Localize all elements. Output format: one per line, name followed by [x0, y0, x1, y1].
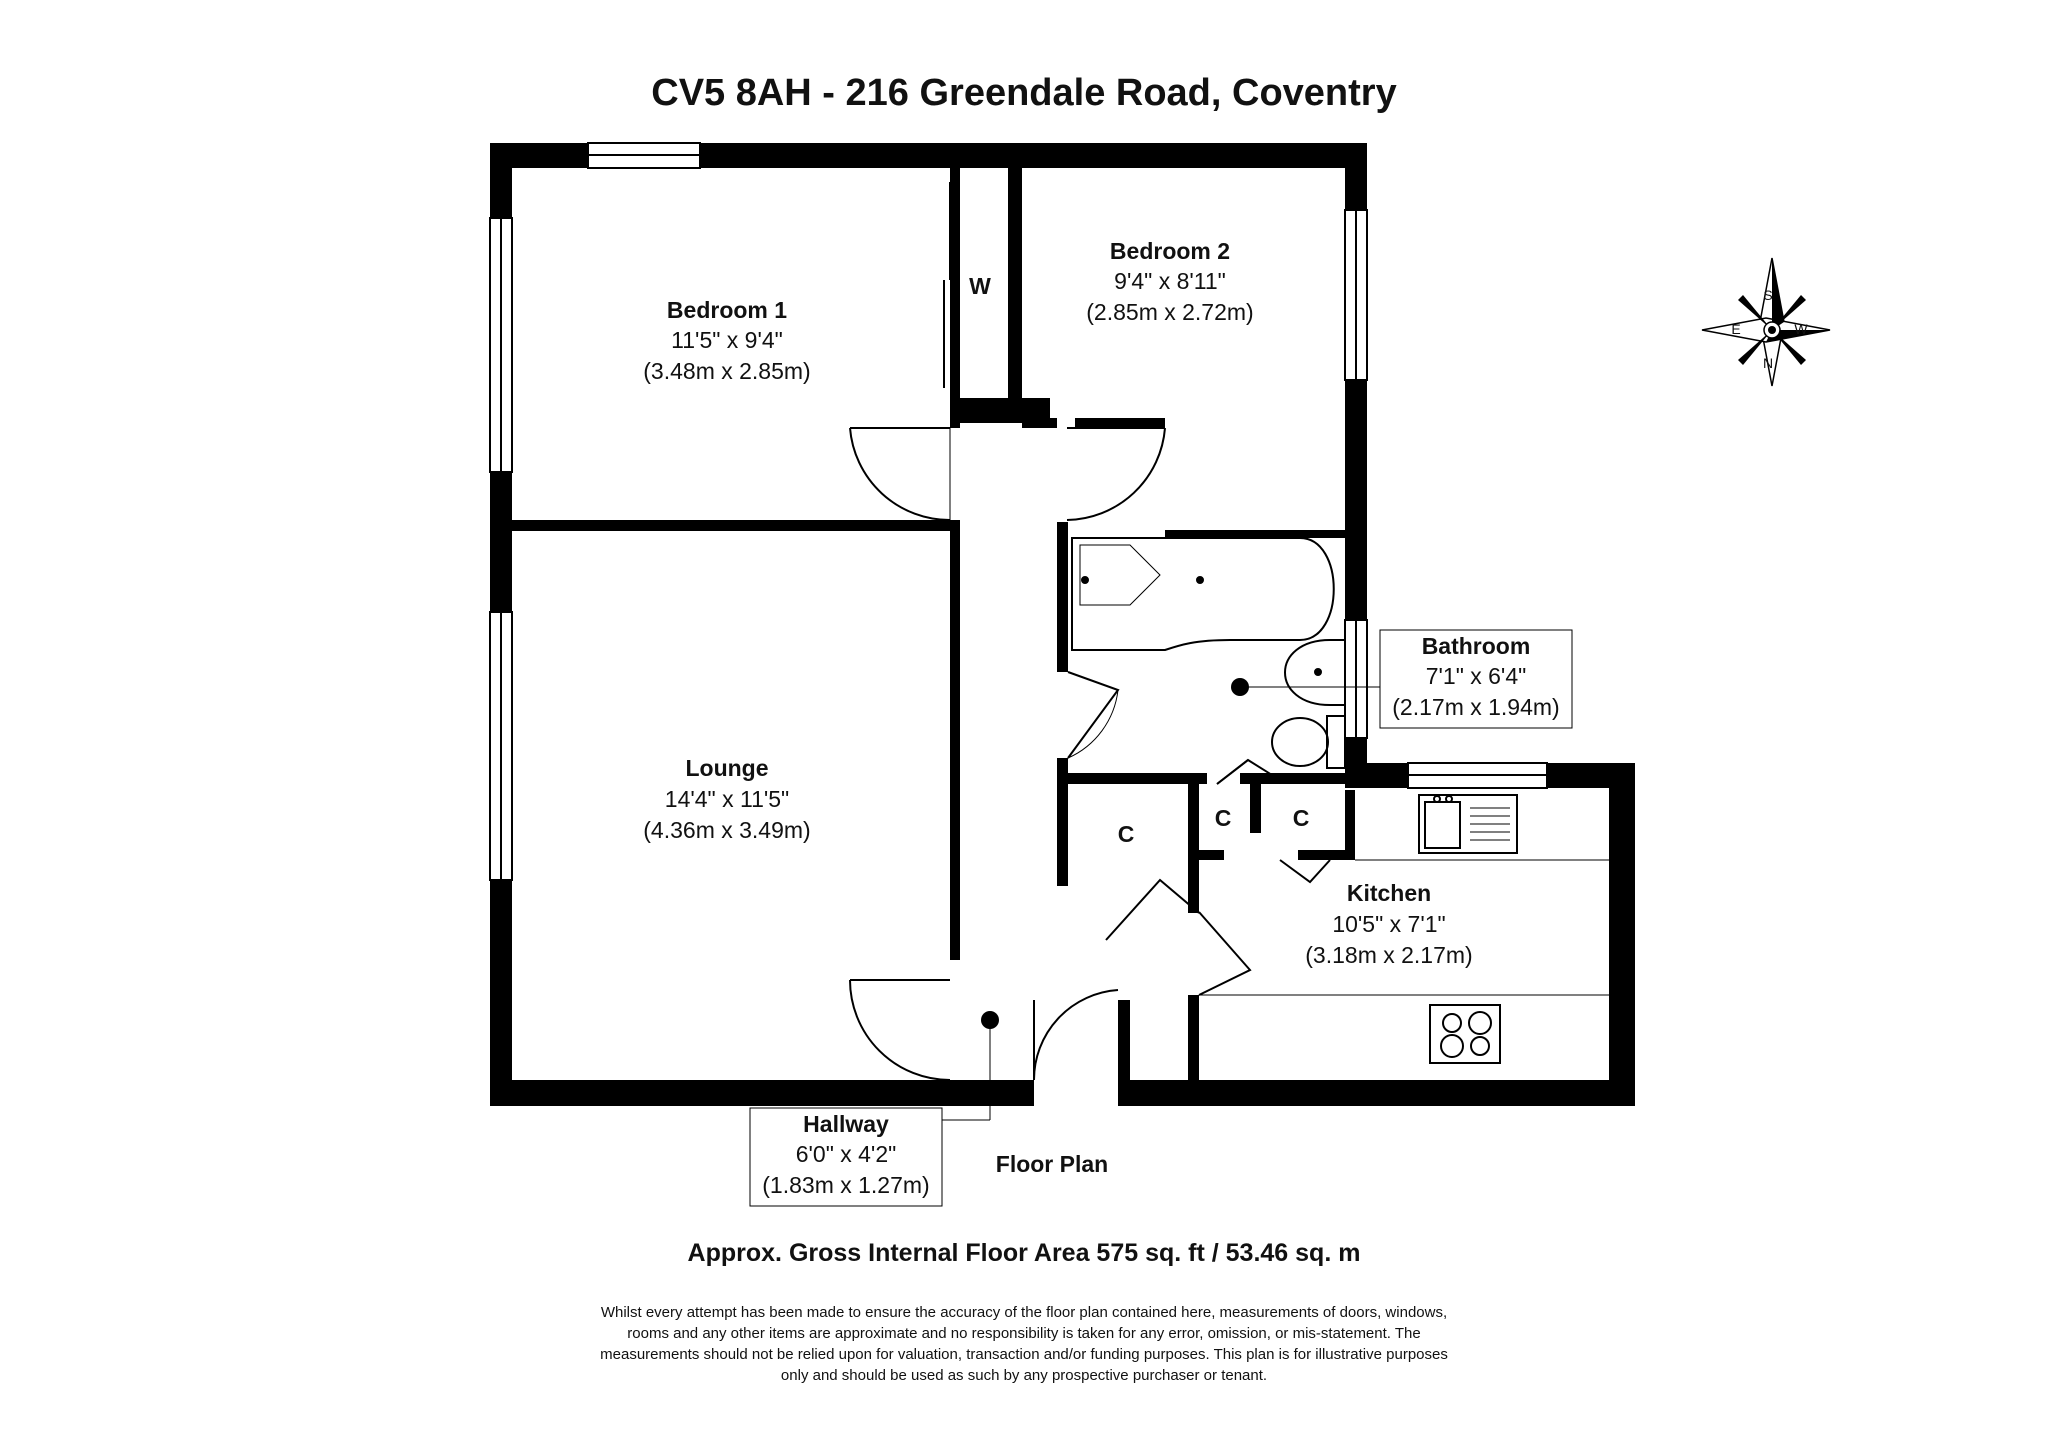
floor-area-text: Approx. Gross Internal Floor Area 575 sq… — [687, 1239, 1361, 1267]
svg-text:Hallway: Hallway — [803, 1111, 889, 1137]
cupboard-label: C — [1118, 821, 1135, 847]
disclaimer-line: rooms and any other items are approximat… — [627, 1325, 1421, 1342]
disclaimer-line: only and should be used as such by any p… — [780, 1367, 1268, 1384]
compass-icon: S N E W — [1701, 257, 1831, 387]
svg-text:Bedroom 1: Bedroom 1 — [667, 297, 787, 323]
doors — [849, 182, 1331, 1081]
room-label-bathroom: Bathroom 7'1" x 6'4" (2.17m x 1.94m) — [1379, 629, 1573, 729]
page-title: CV5 8AH - 216 Greendale Road, Coventry — [651, 72, 1397, 114]
svg-text:(4.36m x 3.49m): (4.36m x 3.49m) — [643, 817, 810, 843]
room-label-bedroom2: Bedroom 2 9'4" x 8'11" (2.85m x 2.72m) — [1086, 238, 1253, 325]
svg-text:Bathroom: Bathroom — [1422, 633, 1531, 659]
svg-text:9'4" x 8'11": 9'4" x 8'11" — [1114, 268, 1226, 294]
compass-south-label: S — [1763, 287, 1772, 303]
svg-text:10'5" x 7'1": 10'5" x 7'1" — [1332, 911, 1445, 937]
bathroom-marker — [1231, 678, 1249, 696]
svg-text:(3.48m x 2.85m): (3.48m x 2.85m) — [643, 358, 810, 384]
windows — [489, 142, 1548, 881]
basin-icon — [1284, 639, 1346, 706]
svg-text:(1.83m x 1.27m): (1.83m x 1.27m) — [762, 1172, 929, 1198]
compass-east-label: E — [1731, 321, 1740, 337]
room-label-kitchen: Kitchen 10'5" x 7'1" (3.18m x 2.17m) — [1305, 880, 1472, 968]
floor-plan-label: Floor Plan — [996, 1151, 1108, 1177]
svg-text:11'5" x 9'4": 11'5" x 9'4" — [671, 327, 783, 353]
svg-text:(3.18m x 2.17m): (3.18m x 2.17m) — [1305, 942, 1472, 968]
svg-text:6'0" x 4'2": 6'0" x 4'2" — [796, 1141, 897, 1167]
cupboard-label: C — [1293, 805, 1310, 831]
compass-west-label: W — [1794, 321, 1808, 337]
worktops — [1199, 859, 1609, 996]
disclaimer-line: Whilst every attempt has been made to en… — [600, 1304, 1448, 1321]
cupboard-label: C — [1215, 805, 1232, 831]
wardrobe-label: W — [969, 273, 991, 299]
hob-icon — [1429, 1004, 1501, 1064]
hallway-marker — [981, 1011, 999, 1029]
svg-text:Kitchen: Kitchen — [1347, 880, 1431, 906]
walls — [490, 143, 1635, 1106]
svg-text:7'1" x 6'4": 7'1" x 6'4" — [1426, 663, 1527, 689]
kitchen-sink-icon — [1418, 794, 1518, 854]
svg-text:(2.17m x 1.94m): (2.17m x 1.94m) — [1392, 694, 1559, 720]
disclaimer: Whilst every attempt has been made to en… — [524, 1302, 1524, 1386]
svg-text:(2.85m x 2.72m): (2.85m x 2.72m) — [1086, 299, 1253, 325]
room-label-lounge: Lounge 14'4" x 11'5" (4.36m x 3.49m) — [643, 755, 810, 843]
svg-text:Bedroom 2: Bedroom 2 — [1110, 238, 1230, 264]
compass-north-label: N — [1763, 355, 1773, 371]
svg-text:Lounge: Lounge — [685, 755, 768, 781]
svg-text:14'4" x 11'5": 14'4" x 11'5" — [665, 786, 789, 812]
room-label-bedroom1: Bedroom 1 11'5" x 9'4" (3.48m x 2.85m) — [643, 297, 810, 384]
toilet-icon — [1271, 715, 1346, 769]
disclaimer-line: measurements should not be relied upon f… — [600, 1346, 1448, 1363]
bath-icon — [1071, 537, 1335, 651]
room-label-hallway: Hallway 6'0" x 4'2" (1.83m x 1.27m) — [749, 1107, 943, 1207]
leaders — [940, 686, 1380, 1121]
